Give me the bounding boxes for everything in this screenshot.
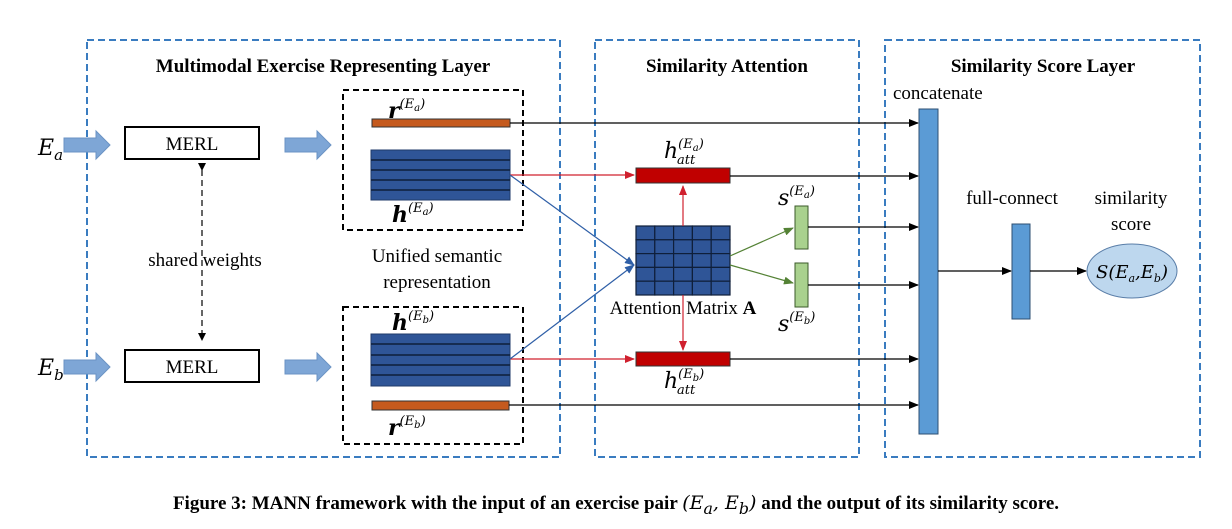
green-arrow-matrix-to-s-eb — [729, 264, 794, 285]
shared-weights-label: shared weights — [148, 250, 261, 271]
label-h-eb: h(Eb) — [392, 309, 434, 336]
full-connect-label: full-connect — [966, 188, 1059, 209]
attention-matrix-cell — [654, 266, 675, 282]
input-arrow-a — [63, 129, 111, 161]
attention-matrix-cell — [710, 266, 731, 282]
h-block-eb — [370, 333, 511, 387]
attention-matrix-cell — [654, 280, 675, 296]
attention-matrix-cell — [672, 239, 693, 255]
label-hatt-ea-sub: att — [677, 153, 696, 168]
hatt-bar-eb — [635, 351, 731, 367]
attention-matrix-cell — [710, 253, 731, 269]
label-h-ea: h(Ea) — [392, 201, 434, 228]
caption-prefix: Figure 3: MANN framework with the input … — [172, 493, 683, 514]
panel-title-attention: Similarity Attention — [646, 56, 808, 77]
unified-caption-line2: representation — [383, 272, 491, 293]
caption-pair: (Ea, Eb) — [682, 492, 757, 518]
attention-matrix-cell — [691, 253, 712, 269]
attention-matrix-cell — [710, 225, 731, 241]
attention-matrix-cell — [654, 225, 675, 241]
full-connect-bar — [1011, 223, 1031, 320]
unified-caption-line1: Unified semantic — [372, 246, 502, 267]
merl-output-arrow-a — [284, 129, 332, 161]
label-r-ea: r(Ea) — [388, 97, 425, 124]
attention-matrix-cell — [691, 225, 712, 241]
panel-title-merl: Multimodal Exercise Representing Layer — [156, 56, 491, 77]
attention-matrix-cell — [654, 239, 675, 255]
unified-box-a — [342, 89, 524, 231]
caption-suffix: and the output of its similarity score. — [756, 493, 1060, 514]
attention-matrix-cell — [672, 253, 693, 269]
input-label-eb: Eb — [37, 356, 64, 384]
similarity-score-output — [1086, 243, 1178, 299]
r-bar-ea — [371, 118, 511, 128]
figure-caption: Figure 3: MANN framework with the input … — [0, 492, 1232, 518]
label-hatt-ea: h(Ea) — [664, 137, 704, 164]
attention-matrix-cell — [691, 266, 712, 282]
merl-box-bottom — [124, 349, 260, 383]
attention-matrix-cell — [635, 280, 656, 296]
panel-title-score: Similarity Score Layer — [951, 56, 1136, 77]
label-s-ea: s(Ea) — [778, 184, 815, 211]
s-bar-eb — [794, 262, 809, 308]
similarity-score-formula: S(Ea,Eb) — [1096, 262, 1168, 285]
attention-matrix-cell — [710, 280, 731, 296]
panel-similarity-attention — [594, 39, 860, 458]
panel-similarity-score — [884, 39, 1201, 458]
similarity-score-label-line2: score — [1111, 214, 1151, 235]
unified-box-b — [342, 306, 524, 445]
attention-matrix-cell — [635, 253, 656, 269]
r-bar-eb — [371, 400, 510, 411]
hatt-bar-ea — [635, 167, 731, 184]
h-block-ea — [370, 149, 511, 201]
attention-matrix-cell — [691, 280, 712, 296]
s-bar-ea — [794, 205, 809, 250]
attention-matrix-cell — [635, 266, 656, 282]
attention-matrix-cell — [635, 239, 656, 255]
green-arrow-matrix-to-s-ea — [729, 227, 794, 257]
attention-matrix-label: Attention Matrix A — [610, 298, 757, 319]
panel-merl-layer — [86, 39, 561, 458]
concat-bar — [918, 108, 939, 435]
label-hatt-eb: h(Eb) — [664, 367, 704, 394]
merl-label-bottom: MERL — [166, 357, 219, 378]
similarity-score-label-line1: similarity — [1095, 188, 1168, 209]
merl-label-top: MERL — [166, 134, 219, 155]
merl-box-top — [124, 126, 260, 160]
attention-matrix-cell — [691, 239, 712, 255]
attention-matrix-cell — [635, 225, 656, 241]
blue-arrow-h-ea-to-matrix — [509, 174, 635, 266]
attention-matrix-cell — [672, 266, 693, 282]
label-s-eb: s(Eb) — [778, 310, 815, 337]
attention-matrix-cell — [672, 280, 693, 296]
concatenate-label: concatenate — [893, 83, 983, 104]
label-hatt-eb-sub: att — [677, 383, 696, 398]
input-arrow-b — [63, 351, 111, 383]
blue-arrow-h-eb-to-matrix — [509, 264, 635, 360]
attention-matrix — [635, 225, 731, 296]
merl-output-arrow-b — [284, 351, 332, 383]
attention-matrix-cell — [654, 253, 675, 269]
attention-matrix-cell — [710, 239, 731, 255]
label-r-eb: r(Eb) — [388, 414, 426, 441]
input-label-ea: Ea — [37, 136, 63, 164]
attention-matrix-cell — [672, 225, 693, 241]
